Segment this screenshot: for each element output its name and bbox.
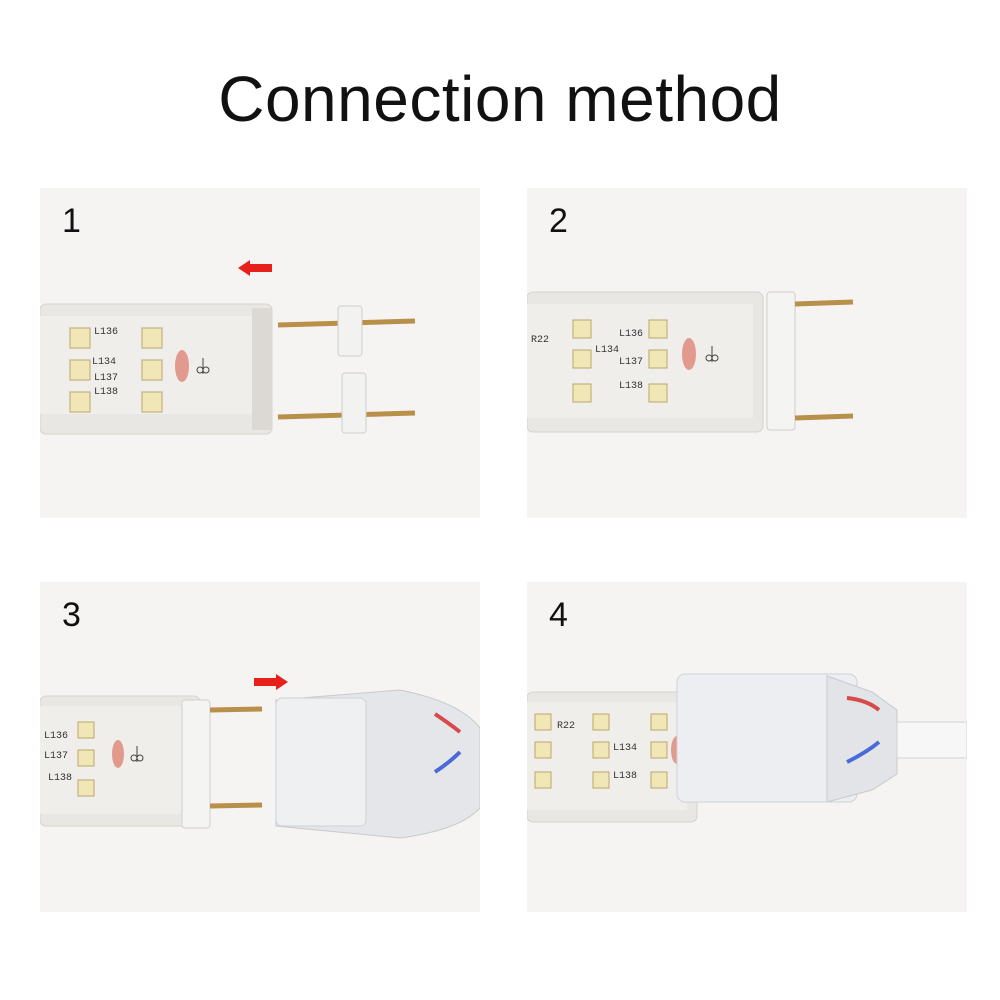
- arrow-right-icon: [254, 674, 288, 690]
- led-chip: [534, 713, 552, 731]
- scissors-icon: [196, 358, 210, 374]
- scissors-icon: [705, 346, 719, 362]
- led-chip: [592, 713, 610, 731]
- solder-pad: [112, 740, 124, 768]
- page-title: Connection method: [218, 63, 782, 135]
- solder-pad: [175, 350, 189, 382]
- strip-label: L138: [94, 387, 118, 398]
- strip-label: R22: [557, 721, 575, 732]
- connector-pin: [277, 305, 416, 357]
- led-strip: R22 L134 L138: [527, 691, 698, 823]
- connector-pin: [277, 372, 416, 434]
- led-chip: [572, 319, 592, 339]
- plug-connector: [676, 673, 967, 803]
- strip-label: L134: [613, 743, 637, 754]
- led-chip: [69, 327, 91, 349]
- led-chip: [69, 391, 91, 413]
- step-1-illustration: L136 L134 L137 L138: [40, 260, 416, 435]
- led-strip: L136 L134 L137 L138: [40, 303, 273, 435]
- step-2-panel: 2 R22 L136 L134 L137 L138: [527, 188, 967, 518]
- connector-pin-inserted: [181, 699, 263, 829]
- power-cable: [896, 721, 967, 759]
- led-chip: [534, 741, 552, 759]
- strip-label: L137: [94, 373, 118, 384]
- led-chip: [650, 741, 668, 759]
- step-number: 2: [549, 202, 568, 240]
- led-chip: [77, 721, 95, 739]
- step-4-illustration: R22 L134 L138: [527, 673, 967, 823]
- led-chip: [77, 779, 95, 797]
- step-3-illustration: L136 L137 L138: [40, 674, 480, 839]
- strip-label: R22: [531, 335, 549, 346]
- step-3-panel: 3 L136 L137 L138: [40, 582, 480, 912]
- strip-label: L137: [44, 751, 68, 762]
- led-chip: [69, 359, 91, 381]
- strip-label: L138: [619, 381, 643, 392]
- strip-label: L138: [48, 773, 72, 784]
- step-2-illustration: R22 L136 L134 L137 L138: [527, 291, 854, 433]
- strip-label: L138: [613, 771, 637, 782]
- led-chip: [592, 771, 610, 789]
- strip-label: L136: [44, 731, 68, 742]
- led-chip: [572, 349, 592, 369]
- arrow-left-icon: [238, 260, 272, 276]
- led-chip: [650, 713, 668, 731]
- strip-label: L134: [92, 357, 116, 368]
- strip-label: L137: [619, 357, 643, 368]
- led-chip: [141, 391, 163, 413]
- led-chip: [650, 771, 668, 789]
- step-number: 3: [62, 596, 81, 634]
- plug-connector: [275, 689, 480, 839]
- scissors-icon: [130, 746, 144, 762]
- strip-label: L136: [619, 329, 643, 340]
- led-chip: [572, 383, 592, 403]
- step-number: 4: [549, 596, 568, 634]
- step-number: 1: [62, 202, 81, 240]
- step-4-panel: 4 R22 L134 L138: [527, 582, 967, 912]
- led-strip: R22 L136 L134 L137 L138: [527, 291, 764, 433]
- led-chip: [77, 749, 95, 767]
- led-chip: [592, 741, 610, 759]
- step-1-panel: 1 L136 L134 L137 L138: [40, 188, 480, 518]
- led-chip: [141, 359, 163, 381]
- led-chip: [534, 771, 552, 789]
- led-chip: [648, 349, 668, 369]
- led-chip: [141, 327, 163, 349]
- strip-label: L136: [94, 327, 118, 338]
- led-chip: [648, 319, 668, 339]
- led-strip: L136 L137 L138: [40, 695, 201, 827]
- solder-pad: [682, 338, 696, 370]
- connector-pin-inserted: [766, 291, 854, 431]
- strip-label: L134: [595, 345, 619, 356]
- led-chip: [648, 383, 668, 403]
